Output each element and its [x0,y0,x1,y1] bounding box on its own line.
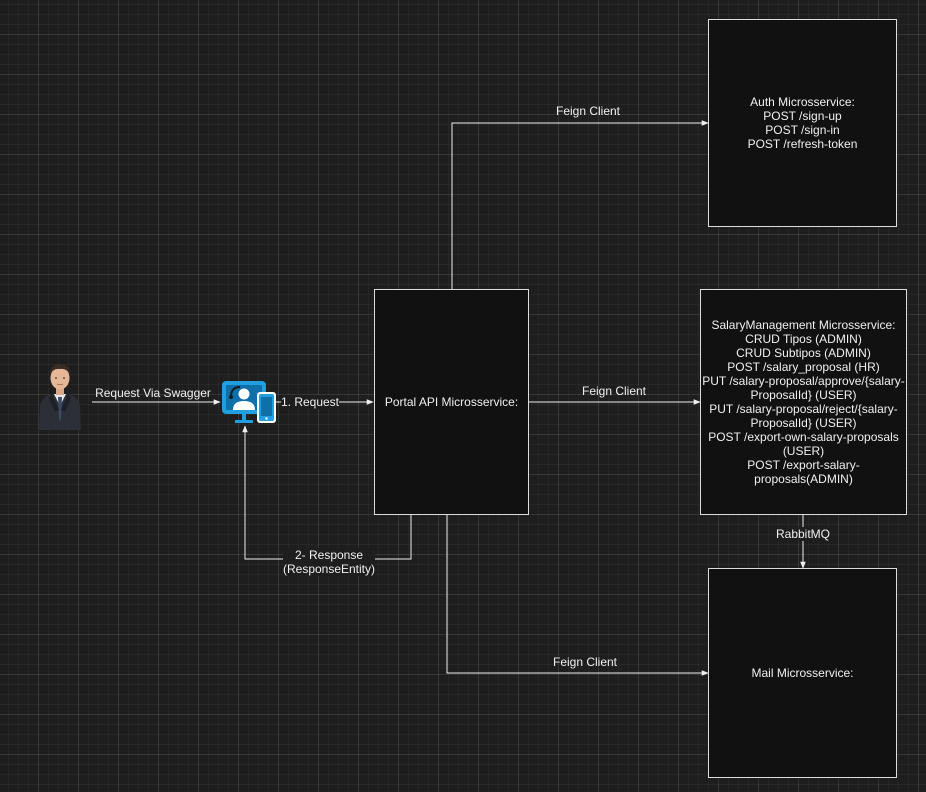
label-response: 2- Response (ResponseEntity) [282,548,376,576]
mail-microservice-text: Mail Microsservice: [751,666,854,680]
computer-device-icon [222,381,276,423]
portal-api-microservice-text: Portal API Microsservice: [384,395,519,409]
connector-feign-auth [451,120,709,290]
salary-management-microservice-box[interactable]: SalaryManagement Microsservice: CRUD Tip… [700,289,907,515]
label-request-via-swagger: Request Via Swagger [95,386,211,400]
mail-microservice-box[interactable]: Mail Microsservice: [708,568,897,778]
label-feign-client-auth: Feign Client [555,104,621,118]
label-feign-client-salary: Feign Client [581,384,647,398]
businessman-icon [39,364,81,430]
salary-management-microservice-text: SalaryManagement Microsservice: CRUD Tip… [702,318,905,486]
label-rabbitmq: RabbitMQ [775,527,831,541]
label-request: 1. Request [280,395,340,409]
auth-microservice-text: Auth Microsservice: POST /sign-up POST /… [747,95,858,151]
portal-api-microservice-box[interactable]: Portal API Microsservice: [374,289,529,515]
label-feign-client-mail: Feign Client [552,655,618,669]
auth-microservice-box[interactable]: Auth Microsservice: POST /sign-up POST /… [708,19,897,227]
connector-feign-mail [446,515,709,676]
